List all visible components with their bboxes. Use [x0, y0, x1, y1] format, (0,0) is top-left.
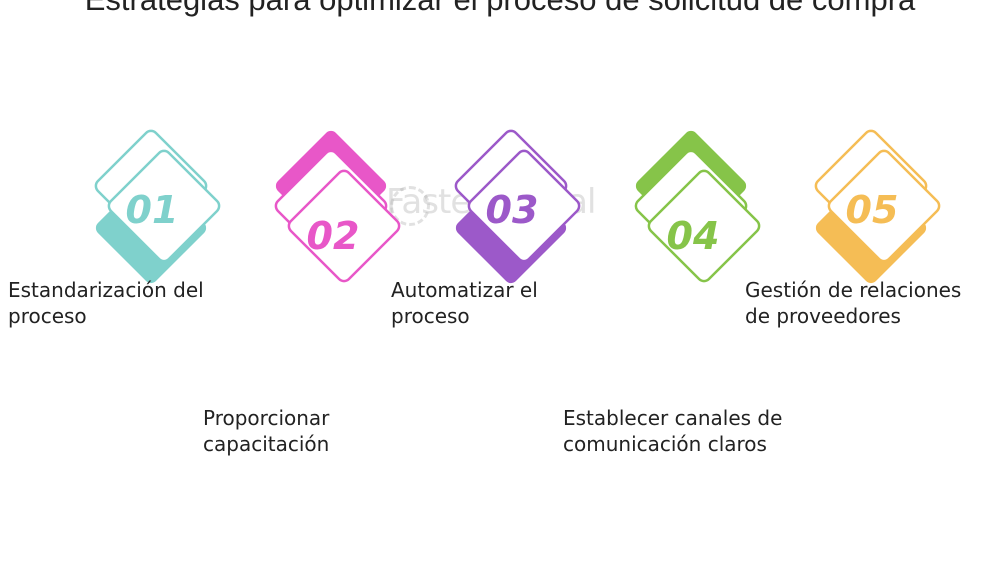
step-5-icon: 05	[796, 128, 946, 298]
step-1-label-line1: Estandarización del	[8, 278, 204, 302]
step-1-label-line2: proceso	[8, 304, 87, 328]
step-3-label-line1: Automatizar el	[391, 278, 538, 302]
step-4-label: Establecer canales de comunicación claro…	[563, 405, 782, 457]
step-number: 03	[486, 188, 539, 232]
step-number: 01	[126, 188, 179, 232]
diamond-outline-front	[647, 169, 761, 283]
page-title: Estrategias para optimizar el proceso de…	[0, 0, 1000, 18]
step-5-label-line1: Gestión de relaciones	[745, 278, 962, 302]
diamond-outline-front	[467, 149, 581, 263]
step-1-icon: 01	[76, 128, 226, 298]
step-4-label-line2: comunicación claros	[563, 432, 767, 456]
step-3-label: Automatizar el proceso	[391, 277, 538, 329]
diamond-outline-front	[827, 149, 941, 263]
step-2-label-line1: Proporcionar	[203, 406, 330, 430]
diamond-01-graphic: 01	[94, 129, 221, 284]
step-1-label: Estandarización del proceso	[8, 277, 204, 329]
diamond-outline-front	[287, 169, 401, 283]
diamond-04-graphic: 04	[634, 130, 761, 283]
diamond-02-graphic: 02	[274, 130, 401, 283]
step-2-label-line2: capacitación	[203, 432, 330, 456]
step-4-label-line1: Establecer canales de	[563, 406, 783, 430]
step-3-label-line2: proceso	[391, 304, 470, 328]
step-4-icon: 04	[616, 128, 766, 298]
step-3-icon: 03	[436, 128, 586, 298]
diamond-outline-front	[107, 149, 221, 263]
diamond-03-graphic: 03	[454, 129, 581, 284]
watermark-logo	[390, 186, 430, 226]
diamond-05-graphic: 05	[814, 129, 941, 284]
step-number: 05	[846, 188, 899, 232]
step-2-icon: 02	[256, 128, 406, 298]
step-number: 02	[307, 214, 360, 258]
step-number: 04	[667, 214, 720, 258]
step-2-label: Proporcionar capacitación	[203, 405, 329, 457]
step-5-label: Gestión de relaciones de proveedores	[745, 277, 961, 329]
step-5-label-line2: de proveedores	[745, 304, 901, 328]
